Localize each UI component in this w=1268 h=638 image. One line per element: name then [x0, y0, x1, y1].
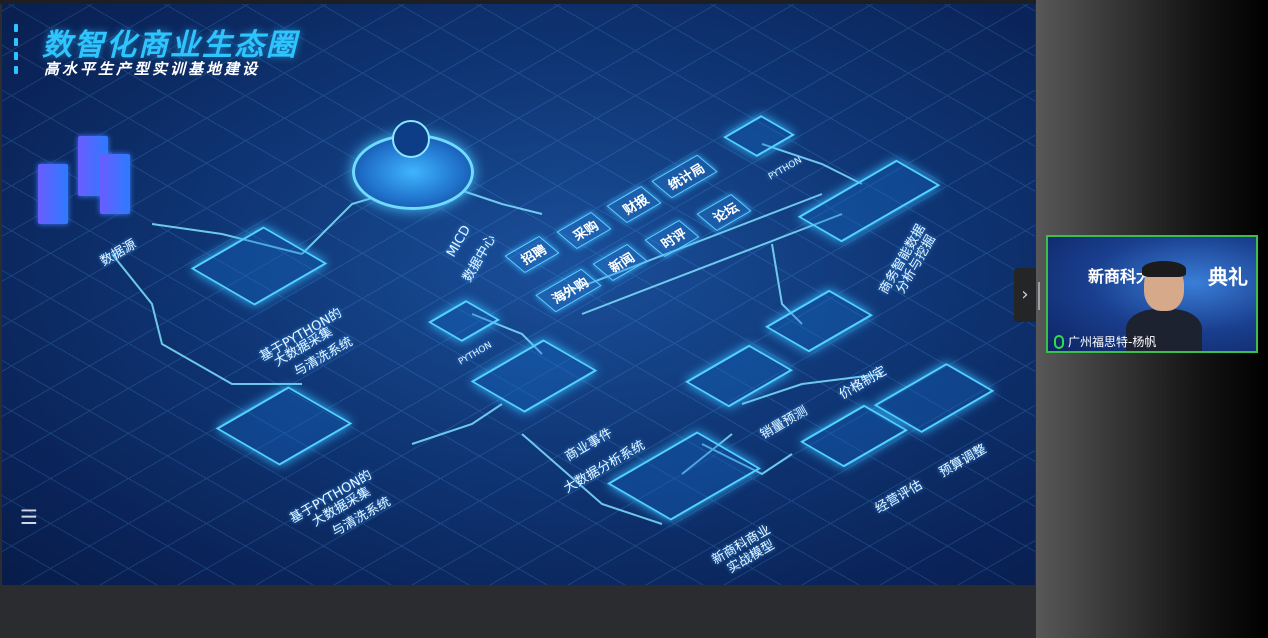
microphone-icon: [1054, 334, 1064, 349]
panel-resize-handle[interactable]: [1038, 282, 1040, 310]
title-accent-bars: [14, 24, 18, 74]
top-bar: [0, 0, 1036, 4]
data-center-icon: [392, 120, 430, 158]
video-banner-right: 典礼: [1208, 265, 1248, 289]
speaker-avatar: [1126, 261, 1202, 351]
slide-subtitle: 高水平生产型实训基地建设: [44, 60, 261, 78]
video-banner-left: 新商科大: [1088, 267, 1153, 286]
background-grid: [2, 4, 1035, 585]
presentation-slide: 数智化商业生态圈 高水平生产型实训基地建设 数据源 MICD 数据中心 PYTH…: [2, 4, 1035, 585]
server-icon: [100, 154, 130, 214]
speaker-video-tile[interactable]: 新商科大 典礼 广州福思特-杨帆: [1046, 235, 1258, 353]
list-menu-icon[interactable]: ☰: [20, 505, 38, 529]
participant-name-row: 广州福思特-杨帆: [1054, 333, 1156, 350]
bottom-bar: [0, 585, 1036, 638]
connection-lines: [111, 143, 883, 525]
participant-name: 广州福思特-杨帆: [1068, 335, 1157, 349]
slide-title: 数智化商业生态圈: [42, 28, 298, 63]
chevron-right-icon[interactable]: ›: [1014, 268, 1036, 322]
server-icon: [38, 164, 68, 224]
